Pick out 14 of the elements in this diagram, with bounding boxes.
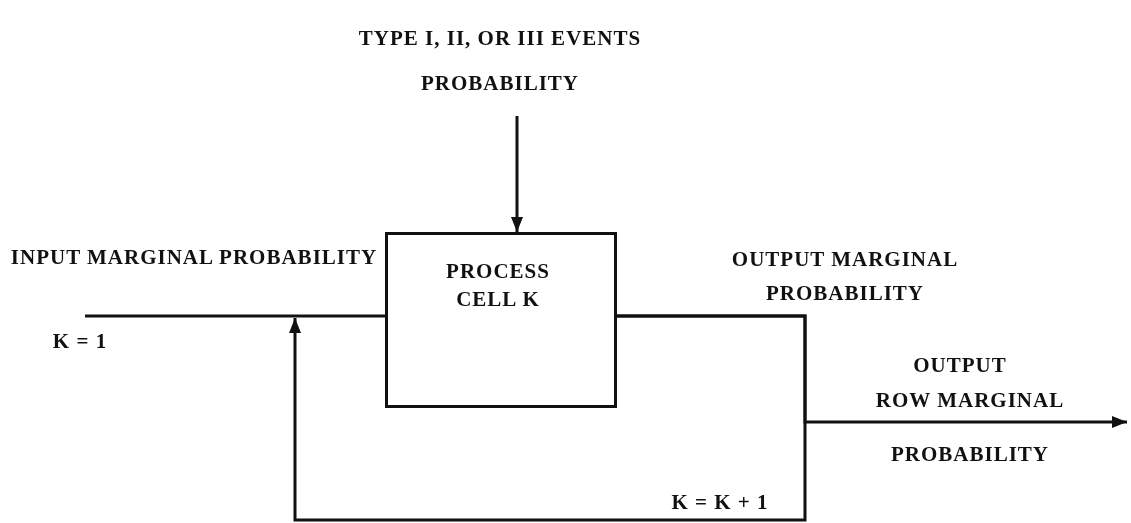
heading-text: TYPE I, II, OR III EVENTS bbox=[357, 25, 643, 52]
edge-label: K = K + 1 bbox=[670, 489, 770, 516]
edge-label: OUTPUT bbox=[912, 352, 1008, 379]
heading-text: PROBABILITY bbox=[420, 70, 580, 97]
edge-label: INPUT MARGINAL PROBABILITY bbox=[9, 244, 379, 271]
annotation-text: ROW MARGINAL bbox=[874, 387, 1066, 414]
annotation-text: PROBABILITY bbox=[890, 441, 1050, 468]
annotation-text: OUTPUT MARGINAL PROBABILITY bbox=[730, 246, 960, 307]
box-label: PROCESS CELL K bbox=[445, 258, 551, 313]
arrow bbox=[511, 116, 523, 232]
process-box bbox=[385, 232, 617, 408]
annotation-text: K = 1 bbox=[51, 328, 109, 355]
feedback-arrow bbox=[289, 314, 807, 522]
connector-line bbox=[85, 314, 385, 318]
